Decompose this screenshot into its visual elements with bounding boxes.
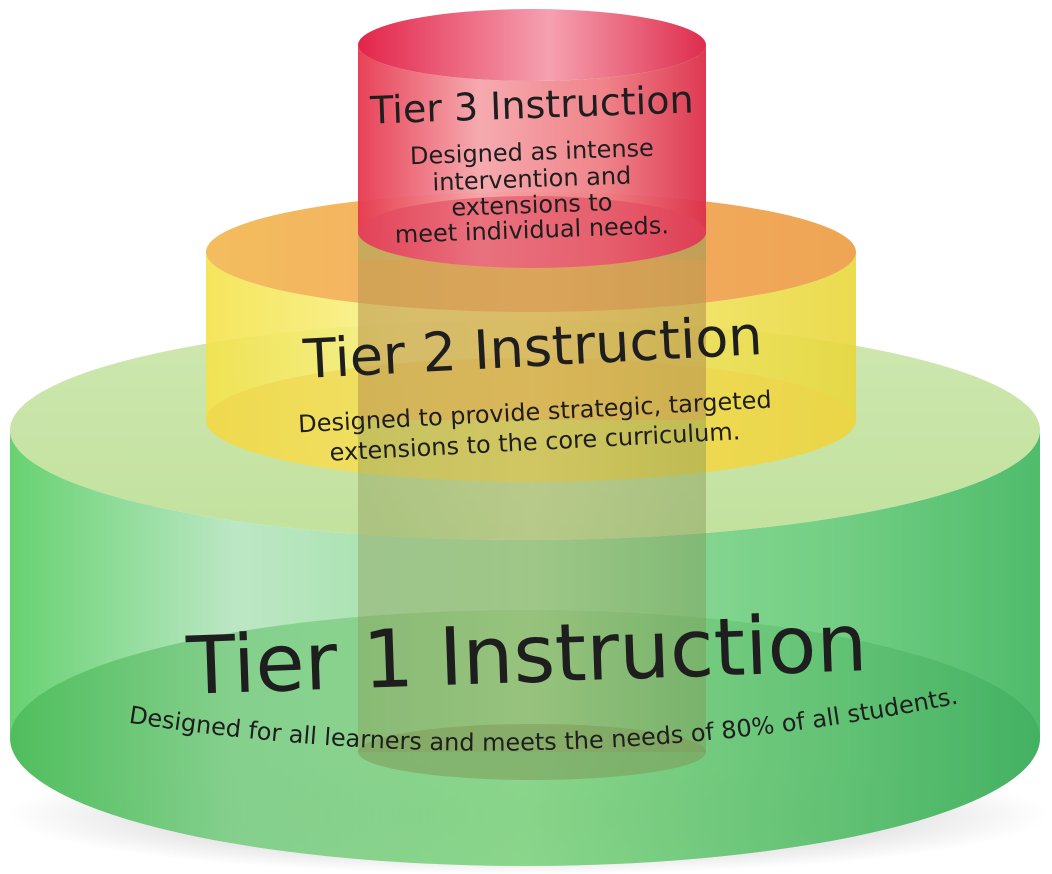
core-column (358, 232, 706, 780)
tier3-description-line-3: extensions to (451, 188, 613, 222)
tier3-top (358, 9, 706, 81)
tier3-cylinder (358, 9, 706, 268)
core-column-base (358, 724, 706, 780)
tier3-bottom (358, 196, 706, 268)
core-column-body (358, 232, 706, 752)
core-column-tier2-band (358, 260, 706, 420)
tier3-description-line-2: intervention and (432, 162, 632, 197)
